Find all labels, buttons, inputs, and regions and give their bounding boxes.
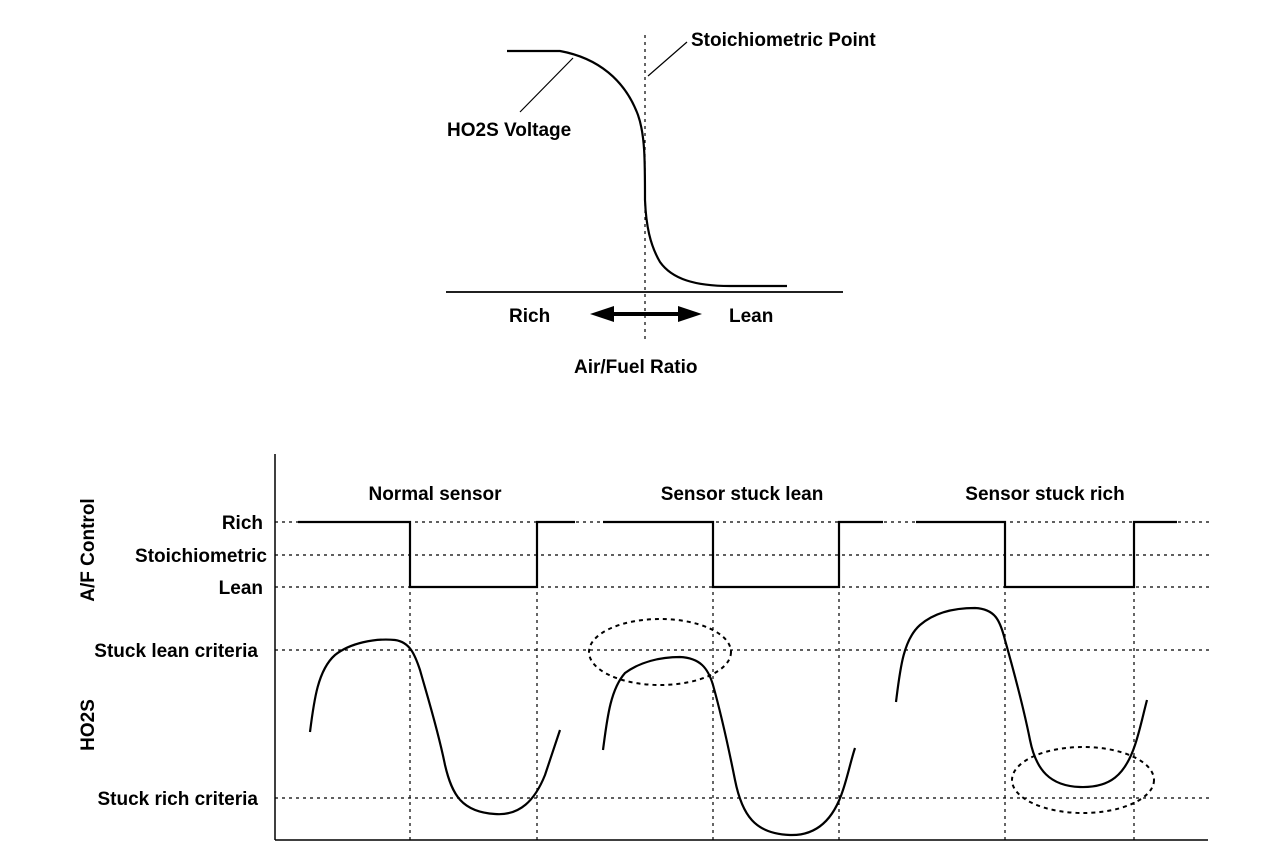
sensor-comparison-diagram: Normal sensor Sensor stuck lean Sensor s… <box>78 454 1213 841</box>
column-heading-stuck-lean: Sensor stuck lean <box>661 484 824 505</box>
voltage-leader-line <box>519 57 574 113</box>
stuck-lean-highlight <box>588 618 732 686</box>
af-level-lean: Lean <box>219 578 263 599</box>
ho2s-signal-normal <box>308 638 562 816</box>
column-heading-normal: Normal sensor <box>368 484 502 505</box>
ho2s-axis-label: HO2S <box>78 699 99 751</box>
stoich-leader-line <box>647 41 688 77</box>
stuck-rich-highlight <box>1011 746 1155 814</box>
column-heading-stuck-rich: Sensor stuck rich <box>965 484 1124 505</box>
lean-label: Lean <box>729 306 773 327</box>
ho2s-voltage-curve <box>507 49 787 288</box>
af-control-axis-label: A/F Control <box>78 498 99 601</box>
af-control-wave-normal <box>298 520 575 589</box>
af-level-rich: Rich <box>222 513 263 534</box>
rich-label: Rich <box>509 306 550 327</box>
af-level-stoich: Stoichiometric <box>135 546 267 567</box>
curve-label: HO2S Voltage <box>447 120 571 141</box>
ho2s-signal-stuck-rich <box>894 606 1149 789</box>
af-control-wave-stuck-lean <box>603 520 883 589</box>
axis-label: Air/Fuel Ratio <box>574 357 698 378</box>
double-arrow-icon <box>590 306 702 322</box>
stoich-label: Stoichiometric Point <box>691 30 876 51</box>
af-control-wave-stuck-rich <box>916 520 1177 589</box>
stuck-rich-criteria-label: Stuck rich criteria <box>97 789 258 810</box>
voltage-curve-diagram: HO2S Voltage Stoichiometric Point Rich L… <box>446 30 876 378</box>
stuck-lean-criteria-label: Stuck lean criteria <box>94 641 258 662</box>
ho2s-signal-stuck-lean <box>601 655 857 837</box>
